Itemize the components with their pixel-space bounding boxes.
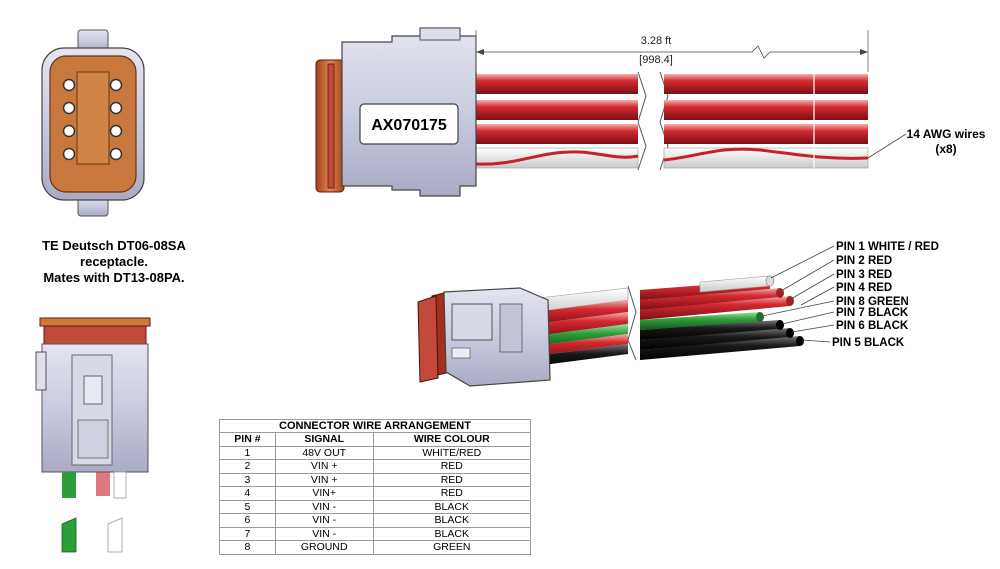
pin-label-8: PIN 8 GREEN [836, 296, 909, 308]
cell-colour: RED [372, 459, 532, 474]
cell-pin: 4 [219, 486, 276, 501]
header-wire-colour: WIRE COLOUR [372, 432, 532, 447]
table-title: CONNECTOR WIRE ARRANGEMENT [219, 419, 531, 432]
cell-pin: 7 [219, 526, 276, 541]
cell-pin: 6 [219, 513, 276, 528]
cell-pin: 2 [219, 459, 276, 474]
table-row: 7 VIN - BLACK [219, 526, 532, 541]
cell-colour: BLACK [372, 513, 532, 528]
part-number-label: AX070175 [371, 117, 447, 134]
wire-note-line1: 14 AWG wires [907, 127, 986, 141]
pin-label-1: PIN 1 WHITE / RED [836, 241, 939, 253]
header-pin: PIN # [219, 432, 276, 447]
pin-label-7: PIN 7 BLACK [836, 307, 909, 319]
pin-label-3: PIN 3 RED [836, 269, 892, 281]
cell-colour: RED [372, 472, 532, 487]
cell-colour: GREEN [372, 540, 532, 555]
cell-pin: 5 [219, 499, 276, 514]
cell-colour: BLACK [372, 526, 532, 541]
pin-label-2: PIN 2 RED [836, 255, 892, 267]
length-mm-label: [998.4] [639, 54, 673, 66]
cell-colour: RED [372, 486, 532, 501]
harness-top-view: AX070175 3.28 ft [998.4] 14 AWG wires (x… [315, 27, 986, 197]
wire-arrangement-table: CONNECTOR WIRE ARRANGEMENT PIN # SIGNAL … [219, 419, 532, 555]
pin-label-6: PIN 6 BLACK [836, 320, 909, 332]
receptacle-front-view [41, 29, 145, 217]
receptacle-side-view [35, 317, 151, 553]
cell-pin: 1 [219, 445, 276, 460]
cell-signal: GROUND [274, 540, 374, 555]
description-line-3: Mates with DT13-08PA. [43, 270, 185, 285]
header-signal: SIGNAL [274, 432, 374, 447]
cell-signal: VIN + [274, 459, 374, 474]
cell-signal: VIN - [274, 526, 374, 541]
cell-signal: 48V OUT [274, 445, 374, 460]
pin-label-5: PIN 5 BLACK [832, 337, 905, 349]
description-line-1: TE Deutsch DT06-08SA [42, 238, 186, 253]
table-row: 5 VIN - BLACK [219, 499, 532, 514]
table-row: 1 48V OUT WHITE/RED [219, 445, 532, 460]
receptacle-description: TE Deutsch DT06-08SA receptacle. Mates w… [14, 238, 214, 286]
harness-isometric-view: PIN 1 WHITE / RED PIN 2 RED PIN 3 RED PI… [417, 241, 939, 387]
cell-colour: WHITE/RED [372, 445, 532, 460]
length-ft-label: 3.28 ft [641, 35, 672, 47]
table-row: 3 VIN + RED [219, 472, 532, 487]
cell-colour: BLACK [372, 499, 532, 514]
cell-signal: VIN - [274, 513, 374, 528]
table-row: 2 VIN + RED [219, 459, 532, 474]
cell-pin: 3 [219, 472, 276, 487]
pin-label-4: PIN 4 RED [836, 282, 892, 294]
description-line-2: receptacle. [80, 254, 148, 269]
cell-pin: 8 [219, 540, 276, 555]
wire-note-line2: (x8) [935, 142, 956, 156]
table-row: 8 GROUND GREEN [219, 540, 532, 555]
cell-signal: VIN + [274, 472, 374, 487]
table-header-row: PIN # SIGNAL WIRE COLOUR [219, 432, 532, 447]
table-row: 4 VIN+ RED [219, 486, 532, 501]
cell-signal: VIN+ [274, 486, 374, 501]
table-row: 6 VIN - BLACK [219, 513, 532, 528]
cell-signal: VIN - [274, 499, 374, 514]
